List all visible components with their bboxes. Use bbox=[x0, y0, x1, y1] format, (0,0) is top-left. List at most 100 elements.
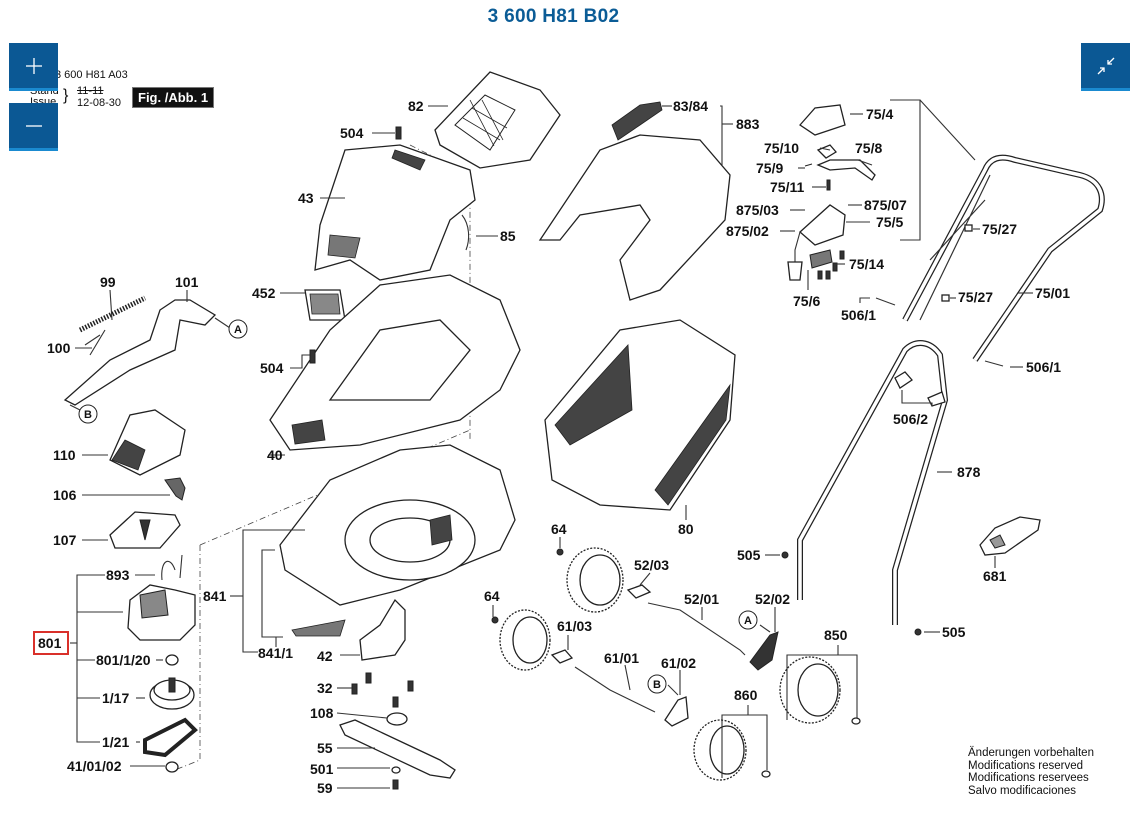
header-reference: 3 600 H81 A03 bbox=[55, 69, 128, 81]
label-505-lower: 505 bbox=[942, 624, 966, 640]
label-75-11: 75/11 bbox=[770, 179, 804, 195]
label-75-27-lower: 75/27 bbox=[958, 289, 993, 305]
label-75-6: 75/6 bbox=[793, 293, 820, 309]
part-875-02-cable bbox=[794, 231, 801, 265]
label-61-03: 61/03 bbox=[557, 618, 592, 634]
part-83-84-grip bbox=[611, 101, 663, 141]
part-75-14-screws bbox=[817, 250, 845, 280]
zoom-in-button[interactable] bbox=[9, 43, 58, 91]
label-75-9: 75/9 bbox=[756, 160, 783, 176]
label-83-84: 83/84 bbox=[673, 98, 708, 114]
stand-label: Stand bbox=[30, 85, 59, 97]
label-43: 43 bbox=[298, 190, 314, 206]
marker-b-bracket: B bbox=[647, 674, 667, 694]
part-52-03-bushing bbox=[626, 584, 652, 599]
label-40: 40 bbox=[267, 447, 283, 463]
part-wheel-rear-left bbox=[499, 609, 551, 671]
notice-en: Modifications reserved bbox=[968, 759, 1084, 772]
part-59-screw bbox=[392, 779, 399, 790]
part-801-1-20-bearing bbox=[165, 654, 179, 666]
label-80: 80 bbox=[678, 521, 694, 537]
part-82-cover bbox=[434, 71, 561, 169]
part-52-02-bracket bbox=[749, 631, 779, 671]
label-506-1-left: 506/1 bbox=[841, 307, 876, 323]
svg-text:A: A bbox=[234, 324, 242, 336]
notice-fr: Modifications reservees bbox=[968, 772, 1089, 784]
label-841: 841 bbox=[203, 588, 227, 604]
part-841-deck bbox=[279, 444, 516, 606]
part-40-housing bbox=[269, 274, 521, 451]
marker-a-lever: A bbox=[228, 319, 248, 339]
part-893-cable bbox=[161, 554, 183, 581]
figure-badge: Fig. /Abb. 1 bbox=[132, 87, 215, 108]
label-41-01-02: 41/01/02 bbox=[67, 758, 122, 774]
label-875-02: 875/02 bbox=[726, 223, 769, 239]
part-75-8-lever bbox=[816, 159, 876, 181]
label-64-upper: 64 bbox=[551, 521, 567, 537]
svg-text:A: A bbox=[744, 615, 752, 627]
part-883-handle-cover bbox=[538, 134, 731, 301]
label-1-21: 1/21 bbox=[102, 734, 129, 750]
part-32-screws bbox=[351, 672, 414, 708]
part-850-wheel bbox=[779, 656, 841, 724]
svg-text:B: B bbox=[84, 409, 92, 421]
highlighted-part-801[interactable] bbox=[33, 631, 69, 655]
part-55-blade bbox=[339, 719, 456, 779]
label-506-2: 506/2 bbox=[893, 411, 928, 427]
part-61-02-bracket bbox=[664, 696, 689, 727]
label-75-4: 75/4 bbox=[866, 106, 893, 122]
label-52-03: 52/03 bbox=[634, 557, 669, 573]
zoom-out-button[interactable] bbox=[9, 103, 58, 151]
part-860-wheel bbox=[693, 719, 747, 781]
document-title: 3 600 H81 B02 bbox=[487, 6, 620, 27]
label-801-1-20: 801/1/20 bbox=[96, 652, 151, 668]
part-75-10 bbox=[816, 144, 837, 159]
label-501: 501 bbox=[310, 761, 334, 777]
label-106: 106 bbox=[53, 487, 77, 503]
part-99-spring bbox=[78, 295, 147, 333]
part-80-grass-box bbox=[544, 319, 736, 511]
part-75-5-switch-box bbox=[799, 204, 846, 246]
label-452: 452 bbox=[252, 285, 276, 301]
label-504-top: 504 bbox=[340, 125, 364, 141]
label-75-8: 75/8 bbox=[855, 140, 882, 156]
part-101-lever bbox=[63, 299, 217, 406]
label-504-bottom: 504 bbox=[260, 360, 284, 376]
part-wheel-front-left bbox=[566, 547, 624, 613]
label-841-1: 841/1 bbox=[258, 645, 293, 661]
issue-label: Issue bbox=[30, 96, 57, 108]
part-75-4-cap bbox=[799, 104, 846, 136]
label-108: 108 bbox=[310, 705, 334, 721]
plus-icon bbox=[25, 57, 42, 74]
notice-es: Salvo modificaciones bbox=[968, 784, 1077, 797]
label-878: 878 bbox=[957, 464, 981, 480]
part-61-03-bushing bbox=[550, 649, 574, 664]
label-505-upper: 505 bbox=[737, 547, 761, 563]
label-75-27-upper: 75/27 bbox=[982, 221, 1017, 237]
label-85: 85 bbox=[500, 228, 516, 244]
label-52-02: 52/02 bbox=[755, 591, 790, 607]
label-850: 850 bbox=[824, 627, 848, 643]
part-42-deflector bbox=[359, 598, 406, 661]
label-75-10: 75/10 bbox=[764, 140, 799, 156]
part-841-1-flaps bbox=[291, 619, 346, 637]
minus-icon bbox=[25, 124, 42, 127]
label-75-01: 75/01 bbox=[1035, 285, 1070, 301]
part-801-motor bbox=[127, 584, 196, 641]
part-681-clip bbox=[979, 516, 1041, 556]
label-61-01: 61/01 bbox=[604, 650, 639, 666]
label-107: 107 bbox=[53, 532, 77, 548]
collapse-view-button[interactable] bbox=[1081, 43, 1130, 91]
label-883: 883 bbox=[736, 116, 760, 132]
label-52-01: 52/01 bbox=[684, 591, 719, 607]
label-875-03: 875/03 bbox=[736, 202, 779, 218]
marker-a-bracket: A bbox=[738, 610, 758, 630]
label-75-14: 75/14 bbox=[849, 256, 884, 272]
part-52-01-axle bbox=[647, 602, 746, 656]
marker-b-lever: B bbox=[78, 404, 98, 424]
label-82: 82 bbox=[408, 98, 424, 114]
label-59: 59 bbox=[317, 780, 333, 796]
part-61-01-axle bbox=[574, 666, 656, 713]
label-42: 42 bbox=[317, 648, 333, 664]
